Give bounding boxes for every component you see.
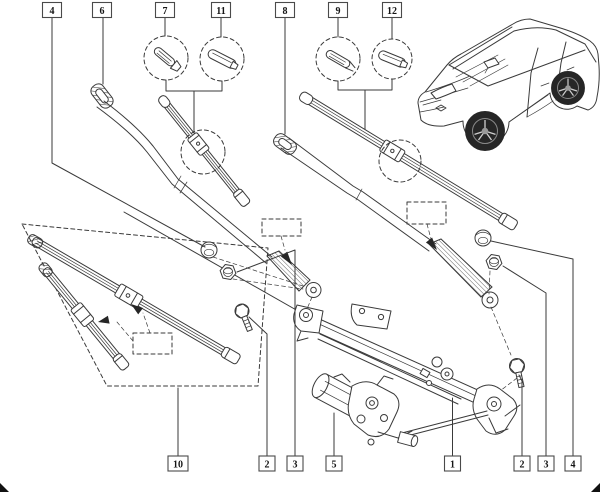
- page-corner-mark-left: [0, 483, 9, 492]
- svg-text:1: 1: [450, 460, 455, 471]
- arrow-to-arm-left: [280, 251, 292, 265]
- car-illustration: [417, 18, 600, 151]
- flat-wiper-blade-long: [27, 234, 241, 365]
- callout-box-bottom-2-right[interactable]: 2: [513, 455, 531, 472]
- svg-text:3: 3: [544, 460, 549, 471]
- arm-left-cap: [90, 83, 114, 109]
- callout-box-top-9[interactable]: 9: [327, 1, 349, 19]
- callout-box-top-4[interactable]: 4: [41, 1, 63, 19]
- svg-text:4: 4: [571, 460, 576, 471]
- flat-blade-set-region: [21, 223, 269, 387]
- svg-text:10: 10: [173, 460, 183, 471]
- renault-logo: [435, 104, 447, 112]
- blade1-connector-details: [143, 35, 245, 138]
- bolt-right: [509, 358, 525, 389]
- arm-right-grip: [428, 238, 493, 298]
- dashed-axis-right: [488, 270, 518, 392]
- pivot-nut-right: [485, 254, 503, 270]
- arm-right-cap: [273, 133, 297, 155]
- headlight: [430, 83, 457, 100]
- callout-box-top-6[interactable]: 6: [91, 1, 113, 19]
- wiper-linkage-frame: [293, 303, 521, 438]
- callout-box-top-11[interactable]: 11: [210, 1, 232, 19]
- arm-right-callout-rect: [406, 201, 447, 225]
- leader-bottom-2-left: [248, 316, 268, 457]
- callout-box-bottom-4-right[interactable]: 4: [564, 455, 582, 472]
- front-wheel: [465, 111, 505, 151]
- dashed-axis-left: [212, 256, 304, 290]
- svg-text:3: 3: [293, 460, 298, 471]
- detail-circle-9: [315, 36, 361, 82]
- blade2-connector-zoom-circle: [378, 139, 422, 183]
- callout-box-bottom-2-left[interactable]: 2: [258, 455, 276, 472]
- rear-wheel: [551, 71, 585, 105]
- svg-text:12: 12: [387, 6, 397, 17]
- callout-box-bottom-1-selected[interactable]: 1: [443, 455, 462, 472]
- svg-text:5: 5: [332, 460, 337, 471]
- wiper-arm-right: [273, 133, 499, 309]
- arrow-to-short-blade-connector: [98, 315, 110, 324]
- svg-text:7: 7: [163, 6, 168, 17]
- arm-left-pivot-eye: [305, 282, 322, 298]
- blade2-connector-details: [315, 36, 413, 131]
- callout-box-bottom-5[interactable]: 5: [325, 455, 343, 472]
- pivot-cap-right: [474, 229, 492, 247]
- detail-circle-11: [199, 36, 245, 82]
- svg-text:2: 2: [265, 460, 270, 471]
- detail-circle-7: [143, 35, 189, 81]
- svg-text:9: 9: [336, 6, 341, 17]
- leader-bottom-2-right: [518, 374, 523, 457]
- callout-box-bottom-3-right[interactable]: 3: [537, 455, 555, 472]
- page-corner-mark-right: [591, 483, 600, 492]
- aero-wiper-blade-1: [158, 95, 251, 207]
- motor-crank-stub: [397, 431, 419, 448]
- connector-11-icon: [207, 49, 239, 70]
- connector-7-icon: [153, 47, 182, 72]
- bracket-9-12: [337, 78, 393, 131]
- svg-text:2: 2: [520, 460, 525, 471]
- wiper-motor: [311, 373, 419, 448]
- leader-bottom-3-right: [502, 265, 547, 457]
- pivot-nut-left: [219, 264, 237, 280]
- leader-bottom-4-right: [490, 240, 574, 457]
- arm-left-grip: [266, 250, 311, 292]
- connector-9-icon: [325, 50, 356, 72]
- arrow-to-long-blade-connector: [131, 304, 143, 315]
- arm-right-pivot-eye: [481, 291, 499, 309]
- svg-text:6: 6: [100, 6, 105, 17]
- wiper-arm-left: [90, 83, 322, 298]
- callout-box-top-12[interactable]: 12: [381, 1, 403, 19]
- pivot-cap-left: [200, 241, 218, 259]
- blade1-connector-zoom-circle: [180, 129, 226, 175]
- leader-bottom-3-left: [236, 249, 296, 457]
- connector-12-icon: [378, 50, 409, 69]
- callout-box-top-7[interactable]: 7: [154, 1, 176, 19]
- flat-wiper-blade-short: [38, 262, 130, 371]
- blade-adapter-callout-rect: [132, 332, 173, 355]
- callout-box-bottom-10[interactable]: 10: [167, 455, 189, 472]
- bracket-7-11: [165, 79, 223, 138]
- arm-left-callout-rect: [261, 218, 302, 237]
- aero-wiper-blade-2: [298, 91, 518, 231]
- side-mirror: [483, 57, 500, 69]
- callout-box-bottom-3-left[interactable]: 3: [286, 455, 304, 472]
- bolt-left: [234, 303, 253, 332]
- callout-box-top-8[interactable]: 8: [274, 1, 296, 19]
- svg-text:8: 8: [283, 6, 288, 17]
- arrow-to-arm-right: [425, 237, 437, 250]
- svg-text:4: 4: [50, 6, 55, 17]
- leader-lines: [51, 17, 574, 457]
- svg-text:11: 11: [216, 6, 225, 17]
- leader-top-4: [51, 17, 206, 248]
